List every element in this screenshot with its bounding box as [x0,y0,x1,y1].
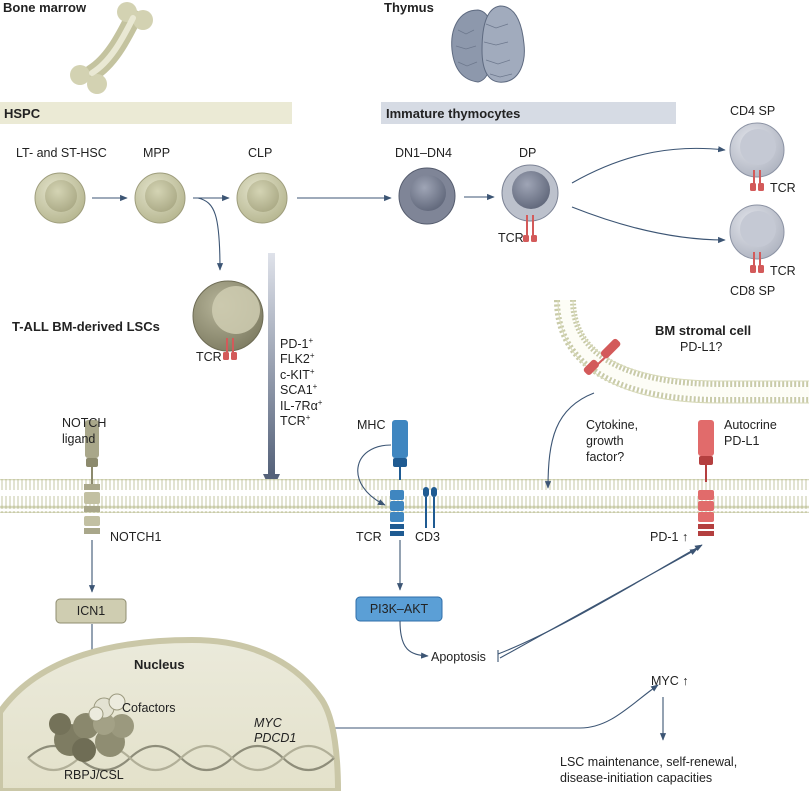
marker-item: PD-1+ [280,336,314,352]
tcr-glyph-cd8 [750,252,764,273]
mhc-binding-arrow [357,444,392,506]
bone-icon [70,2,153,94]
pd1-receptor [698,490,714,536]
dp-label: DP [519,146,537,160]
cd3-complex [423,487,437,528]
tcr-receptor [390,490,404,536]
lsc-title: T-ALL BM-derived LSCs [12,319,160,334]
thymus-label: Thymus [384,0,434,15]
pi3k-box-shape [355,596,443,622]
mhc-label: MHC [357,418,386,432]
cd3-label: CD3 [415,530,441,544]
autocrine-label-2: PD-L1 [724,434,760,448]
tcr-label-lsc: TCR [196,350,222,364]
pi3k-akt-label: PI3K–AKT [369,602,429,616]
apoptosis-label: Apoptosis [431,650,486,664]
dn1-dn4-label: DN1–DN4 [395,146,452,160]
marker-item: SCA1+ [280,382,318,398]
tcr-label-dp: TCR [498,231,524,245]
lsc-cell [192,280,264,360]
icn1-box-shape [55,598,127,624]
thymocyte-cd4 [729,122,785,178]
cd8-sp-label: CD8 SP [730,284,776,298]
notch-ligand-label-1: NOTCH [62,416,107,430]
stromal-ligand [583,338,621,375]
pd1-label: PD-1 ↑ [650,530,689,544]
immature-thymocytes-label: Immature thymocytes [386,106,521,121]
tcr-label-cd4: TCR [770,181,796,195]
marker-item: c-KIT+ [280,366,315,382]
thymocyte-dp [501,164,559,222]
autocrine-pdl1 [698,420,714,482]
mpp-label: MPP [143,146,171,160]
thymus-icon [451,5,525,83]
mhc-complex [392,420,408,480]
cd4-sp-label: CD4 SP [730,104,776,118]
stromal-cell-membrane [554,299,809,404]
gene-pdcd1: PDCD1 [254,731,297,745]
hspc-bar [0,102,292,124]
bone-marrow-label: Bone marrow [3,0,87,15]
notch1-label: NOTCH1 [110,530,162,544]
nucleus-label: Nucleus [134,657,185,672]
hspc-bar-label: HSPC [4,106,41,121]
thymocyte-cd8 [729,204,785,260]
clp-label: CLP [248,146,273,160]
stromal-cell-title: BM stromal cell [655,323,752,338]
tcr-signal-label: TCR [356,530,382,544]
plasma-membrane [0,479,809,513]
notch-ligand-label-2: ligand [62,432,96,446]
marker-item: TCR+ [280,413,311,429]
cofactor-cluster [88,693,134,757]
cytokine-label-3: factor? [586,450,625,464]
tcr-label-cd8: TCR [770,264,796,278]
immature-thymocytes-bar [381,102,676,124]
gene-myc: MYC [254,716,282,730]
lsc-outcome-line-2: disease-initiation capacities [560,771,713,785]
marker-list: PD-1+ FLK2+ c-KIT+ SCA1+ IL-7Rα+ TCR+ [280,337,322,429]
marker-item: FLK2+ [280,351,315,367]
stromal-pdl1-label: PD-L1? [680,340,723,354]
thymocyte-dn [398,167,456,225]
hspc-cell-clp [236,172,288,224]
hspc-cell-mpp [134,172,186,224]
lsc-outcome-line-1: LSC maintenance, self-renewal, [560,755,738,769]
lt-st-hsc-label: LT- and ST-HSC [16,146,107,160]
cytokine-label-2: growth [586,434,624,448]
notch1-receptor [84,470,100,534]
development-arrows [92,146,726,271]
tcr-glyph-dp [523,215,537,242]
thick-down-arrow [263,253,280,492]
tcr-glyph-cd4 [750,170,764,191]
cofactors-label: Cofactors [122,701,176,715]
marker-item: IL-7Rα+ [280,397,323,413]
cytokine-label-1: Cytokine, [586,418,639,432]
rbpj-label: RBPJ/CSL [64,768,124,782]
autocrine-label-1: Autocrine [724,418,777,432]
icn1-label: ICN1 [76,604,106,618]
myc-up-label: MYC ↑ [651,674,689,688]
hspc-cell-lt-st [34,172,86,224]
